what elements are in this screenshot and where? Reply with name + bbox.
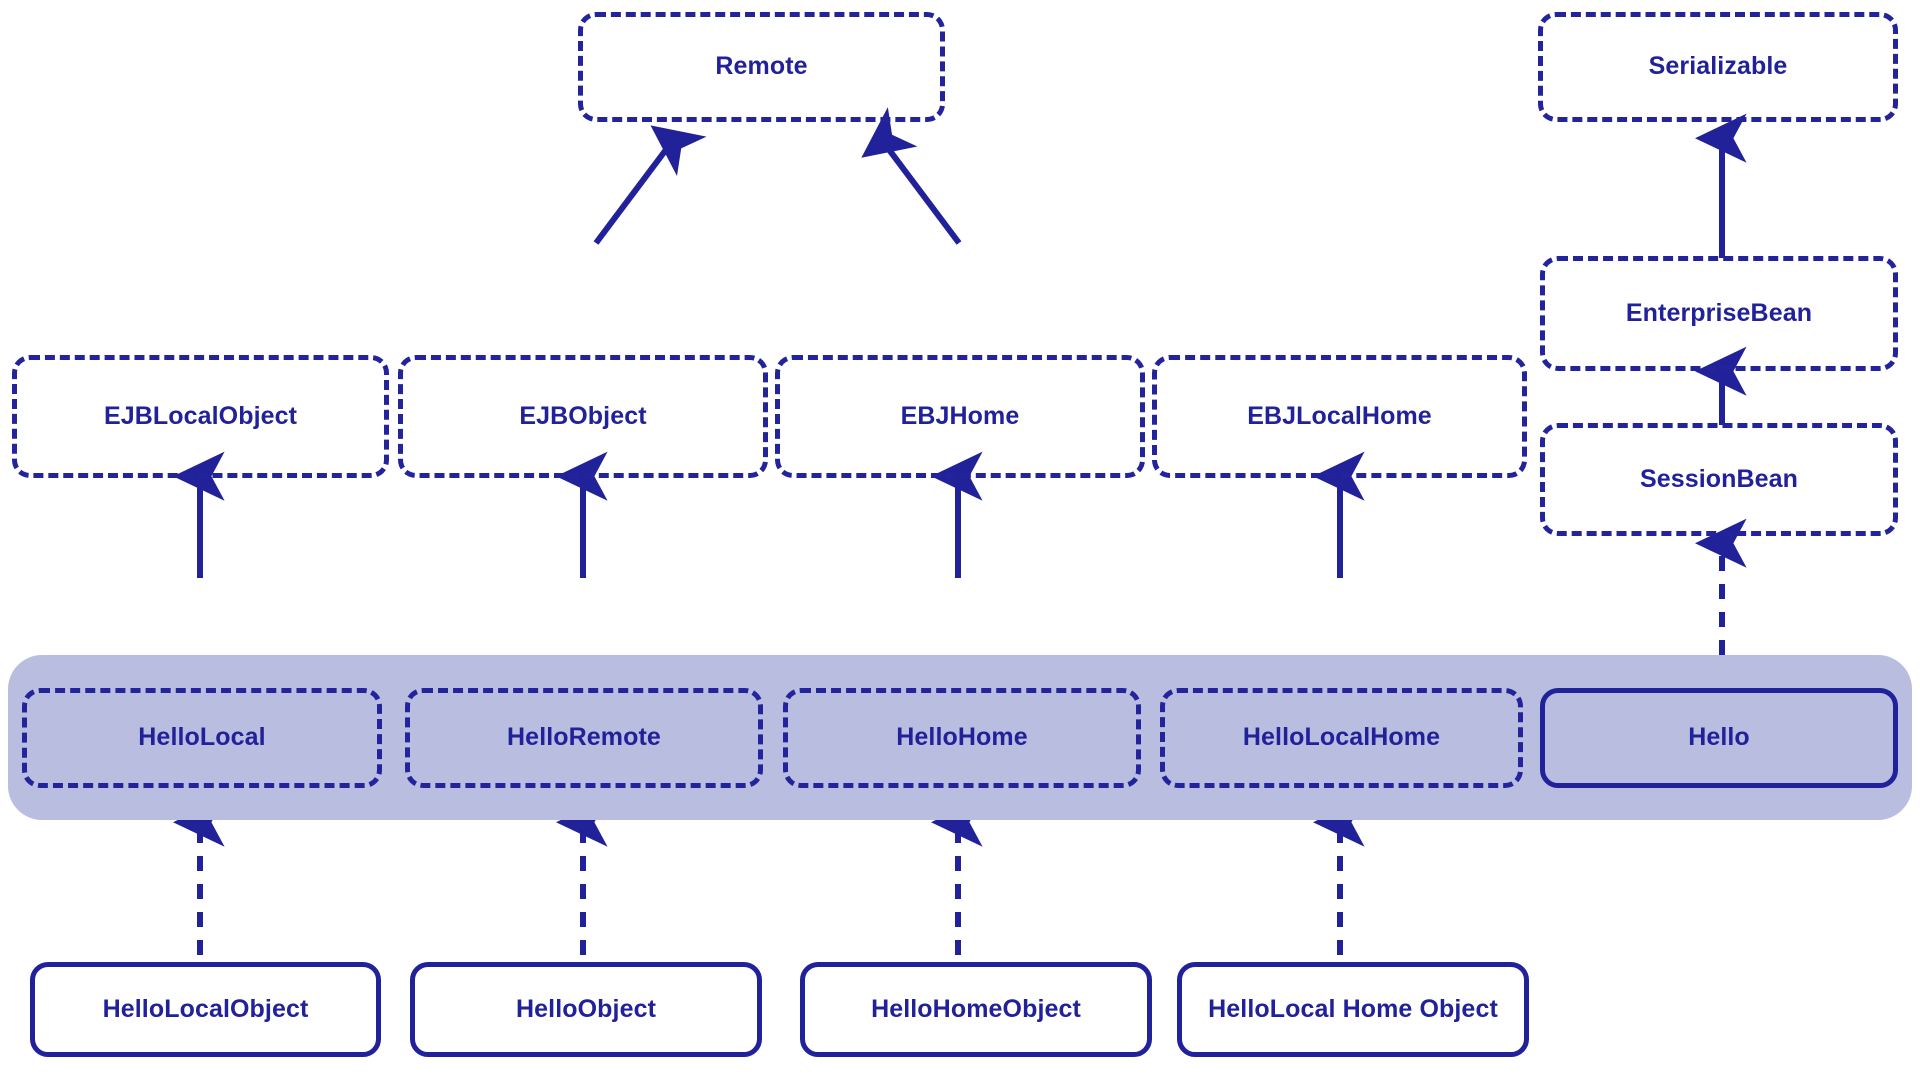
node-helloremote-label: HelloRemote <box>507 723 661 752</box>
node-hellohomeobject[interactable]: HelloHomeObject <box>800 962 1152 1057</box>
node-enterprisebean-label: EnterpriseBean <box>1625 298 1813 327</box>
node-sessionbean-label: SessionBean <box>1639 464 1799 493</box>
node-hello-label: Hello <box>1688 723 1750 752</box>
node-hellolocal[interactable]: HelloLocal <box>22 688 382 788</box>
node-helloobject-label: HelloObject <box>515 994 657 1023</box>
node-hellolocalhomeobject[interactable]: HelloLocal Home Object <box>1177 962 1529 1057</box>
node-ejbobject-label: EJBObject <box>519 401 647 430</box>
node-ebjhome[interactable]: EBJHome <box>775 355 1145 478</box>
node-sessionbean[interactable]: SessionBean <box>1540 423 1898 536</box>
node-hellohomeobject-label: HelloHomeObject <box>871 994 1081 1023</box>
node-hellolocalhome-label: HelloLocalHome <box>1242 723 1441 752</box>
node-hellolocal-label: HelloLocal <box>138 723 266 752</box>
node-remote[interactable]: Remote <box>578 12 945 122</box>
node-hellohome[interactable]: HelloHome <box>783 688 1141 788</box>
node-hellolocalobject-label: HelloLocalObject <box>102 994 309 1023</box>
node-ejblocalobject[interactable]: EJBLocalObject <box>12 355 389 478</box>
node-enterprisebean[interactable]: EnterpriseBean <box>1540 256 1898 371</box>
node-ejbobject[interactable]: EJBObject <box>398 355 768 478</box>
node-serializable-label: Serializable <box>1648 52 1788 81</box>
node-helloobject[interactable]: HelloObject <box>410 962 762 1057</box>
node-hellolocalhomeobject-label: HelloLocal Home Object <box>1208 994 1498 1023</box>
node-hellolocalhome[interactable]: HelloLocalHome <box>1160 688 1523 788</box>
node-helloremote[interactable]: HelloRemote <box>405 688 763 788</box>
edge-ejbobject-remote <box>593 125 707 245</box>
node-ejblocalobject-label: EJBLocalObject <box>103 401 298 430</box>
node-hellohome-label: HelloHome <box>896 723 1028 752</box>
node-remote-label: Remote <box>715 52 808 81</box>
node-ebjlocalhome-label: EBJLocalHome <box>1247 401 1432 430</box>
node-serializable[interactable]: Serializable <box>1538 12 1898 122</box>
node-hello[interactable]: Hello <box>1540 688 1898 788</box>
node-ebjlocalhome[interactable]: EBJLocalHome <box>1152 355 1527 478</box>
node-hellolocalobject[interactable]: HelloLocalObject <box>30 962 381 1057</box>
node-ebjhome-label: EBJHome <box>900 401 1020 430</box>
edge-ebjhome-remote <box>861 107 962 245</box>
